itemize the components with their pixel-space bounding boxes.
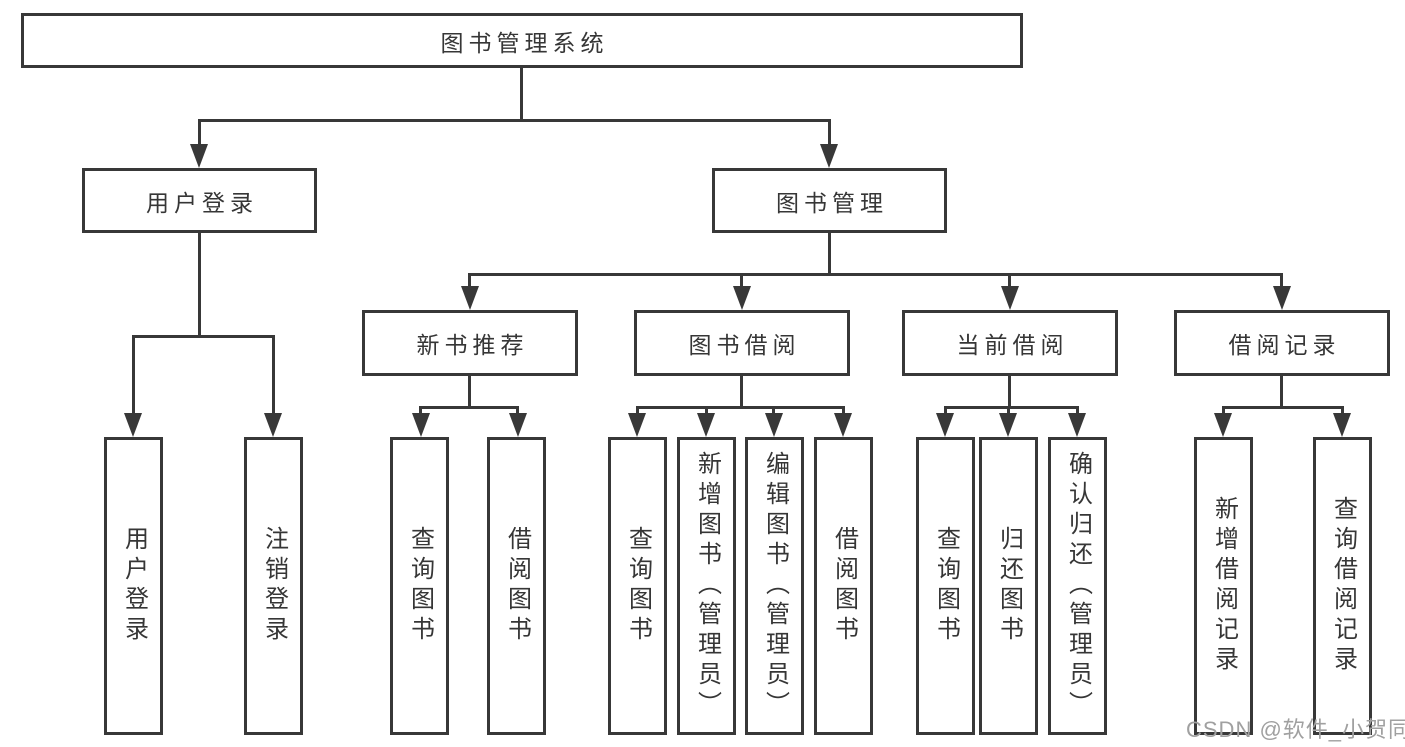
connector-stem-user-login <box>198 119 201 149</box>
node-borrow-records-label: 借阅记录 <box>1228 332 1341 358</box>
node-user-login-leaf: 用户登录 <box>104 437 163 735</box>
arrowhead-book-borrow <box>733 286 751 310</box>
node-edit-book-admin: 编辑图书（管理员） <box>745 437 804 735</box>
connector-stem-return-books <box>1007 406 1010 416</box>
node-borrow-records: 借阅记录 <box>1174 310 1390 376</box>
arrowhead-book-management <box>820 144 838 168</box>
arrowhead-query-books-3 <box>936 413 954 437</box>
connector-book-borrow-branch <box>636 406 845 409</box>
connector-current-borrow-branch <box>944 406 1079 409</box>
arrowhead-query-books-2 <box>628 413 646 437</box>
node-query-books-2: 查询图书 <box>608 437 667 735</box>
connector-root-drop <box>520 68 523 120</box>
node-book-management-label: 图书管理 <box>776 189 888 216</box>
connector-stem-query-books-2 <box>636 406 639 416</box>
arrowhead-login-leaf <box>124 413 142 437</box>
node-logout-label: 注销登录 <box>260 526 288 646</box>
arrowhead-add-record <box>1214 413 1232 437</box>
connector-stem-add-book <box>705 406 708 416</box>
connector-book-borrow-drop <box>740 374 743 408</box>
arrowhead-return-books <box>999 413 1017 437</box>
node-add-borrow-record-label: 新增借阅记录 <box>1210 496 1238 676</box>
node-current-borrowing-label: 当前借阅 <box>956 332 1069 358</box>
connector-level3-branch <box>468 273 1283 276</box>
arrowhead-add-book <box>697 413 715 437</box>
node-root: 图书管理系统 <box>21 13 1023 68</box>
node-query-books-1: 查询图书 <box>390 437 449 735</box>
connector-stem-new-book <box>468 273 471 289</box>
arrowhead-user-login <box>190 144 208 168</box>
arrowhead-query-books-1 <box>412 413 430 437</box>
connector-stem-edit-book <box>772 406 775 416</box>
connector-current-borrow-drop <box>1008 374 1011 408</box>
node-logout: 注销登录 <box>244 437 303 735</box>
arrowhead-current-borrow <box>1001 286 1019 310</box>
node-add-book-admin: 新增图书（管理员） <box>677 437 736 735</box>
arrowhead-query-record <box>1333 413 1351 437</box>
node-query-books-1-label: 查询图书 <box>406 526 434 646</box>
node-query-books-3: 查询图书 <box>916 437 975 735</box>
node-add-book-admin-label: 新增图书（管理员） <box>693 451 721 721</box>
node-borrow-books-1-label: 借阅图书 <box>503 526 531 646</box>
connector-stem-current-borrow <box>1008 273 1011 289</box>
node-new-book-recommend-label: 新书推荐 <box>416 332 529 358</box>
connector-stem-login-leaf <box>132 335 135 415</box>
node-return-books-label: 归还图书 <box>995 526 1023 646</box>
node-book-borrowing: 图书借阅 <box>634 310 850 376</box>
node-borrow-books-2: 借阅图书 <box>814 437 873 735</box>
connector-stem-borrow-books-1 <box>516 406 519 416</box>
node-book-management: 图书管理 <box>712 168 947 233</box>
connector-book-management-drop <box>828 231 831 275</box>
node-current-borrowing: 当前借阅 <box>902 310 1118 376</box>
arrowhead-borrow-books-2 <box>834 413 852 437</box>
connector-new-book-drop <box>468 374 471 408</box>
arrowhead-new-book <box>461 286 479 310</box>
node-borrow-books-2-label: 借阅图书 <box>830 526 858 646</box>
node-user-login-leaf-label: 用户登录 <box>120 526 148 646</box>
node-new-book-recommend: 新书推荐 <box>362 310 578 376</box>
node-confirm-return-admin-label: 确认归还（管理员） <box>1064 451 1092 721</box>
node-add-borrow-record: 新增借阅记录 <box>1194 437 1253 735</box>
connector-user-login-branch <box>132 335 275 338</box>
connector-new-book-branch <box>419 406 519 409</box>
node-user-login: 用户登录 <box>82 168 317 233</box>
node-query-books-2-label: 查询图书 <box>624 526 652 646</box>
connector-level2-branch <box>198 119 831 122</box>
node-query-borrow-record-label: 查询借阅记录 <box>1329 496 1357 676</box>
connector-borrow-records-branch <box>1222 406 1344 409</box>
arrowhead-borrow-records <box>1273 286 1291 310</box>
arrowhead-edit-book <box>765 413 783 437</box>
node-return-books: 归还图书 <box>979 437 1038 735</box>
connector-stem-confirm-return <box>1076 406 1079 416</box>
node-borrow-books-1: 借阅图书 <box>487 437 546 735</box>
connector-stem-borrow-books-2 <box>842 406 845 416</box>
connector-stem-add-record <box>1222 406 1225 416</box>
node-book-borrowing-label: 图书借阅 <box>688 332 801 358</box>
connector-stem-borrow-records <box>1280 273 1283 289</box>
node-confirm-return-admin: 确认归还（管理员） <box>1048 437 1107 735</box>
arrowhead-confirm-return <box>1068 413 1086 437</box>
node-user-login-label: 用户登录 <box>146 189 258 216</box>
connector-stem-query-books-1 <box>419 406 422 416</box>
connector-stem-book-borrow <box>740 273 743 289</box>
arrowhead-logout-leaf <box>264 413 282 437</box>
watermark: CSDN @软件_小贺同学 <box>1186 717 1405 742</box>
connector-stem-query-record <box>1341 406 1344 416</box>
node-root-label: 图书管理系统 <box>440 29 609 56</box>
connector-stem-book-management <box>828 119 831 149</box>
connector-stem-query-books-3 <box>944 406 947 416</box>
node-query-borrow-record: 查询借阅记录 <box>1313 437 1372 735</box>
node-query-books-3-label: 查询图书 <box>932 526 960 646</box>
arrowhead-borrow-books-1 <box>509 413 527 437</box>
node-edit-book-admin-label: 编辑图书（管理员） <box>761 451 789 721</box>
connector-stem-logout-leaf <box>272 335 275 415</box>
connector-user-login-drop <box>198 231 201 337</box>
connector-borrow-records-drop <box>1280 374 1283 408</box>
